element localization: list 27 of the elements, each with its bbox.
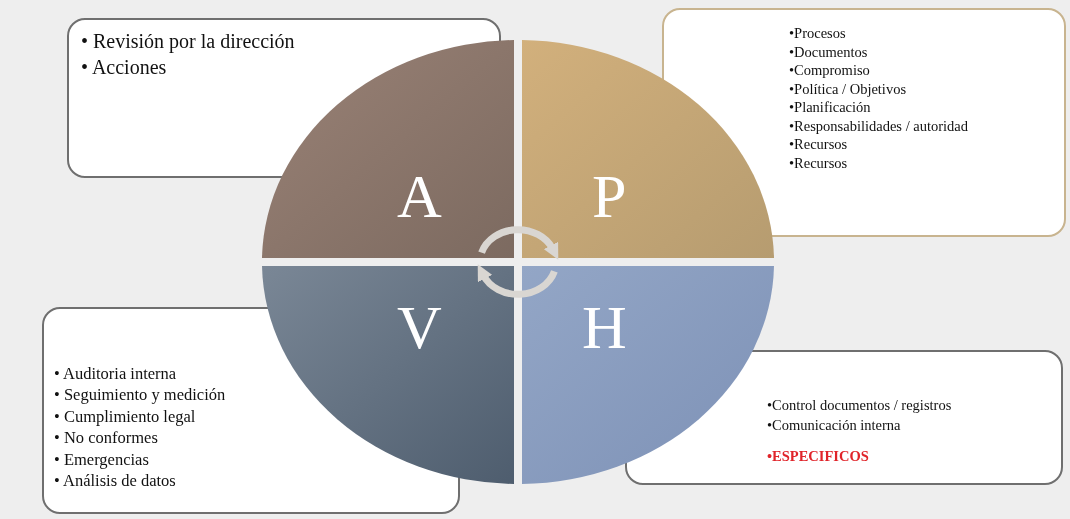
list-item: •Comunicación interna <box>767 415 902 435</box>
list-item: • No conformes <box>54 427 159 449</box>
list-item: • Auditoria interna <box>54 363 178 385</box>
list-item: •Documentos <box>789 42 869 62</box>
list-item: •Recursos <box>789 135 849 154</box>
list-item: • Cumplimiento legal <box>54 405 197 428</box>
list-item: • Acciones <box>81 55 168 80</box>
cycle-arrow <box>478 226 559 260</box>
quadrant-letter: P <box>592 165 627 227</box>
list-item: •Planificación <box>789 98 872 117</box>
quadrant-segment <box>522 40 774 258</box>
cycle-arrow <box>477 264 558 298</box>
quadrant-letter: V <box>397 296 442 358</box>
list-item: •Responsabilidades / autoridad <box>789 116 970 136</box>
list-item: •Control documentos / registros <box>767 396 953 415</box>
list-item: •Compromiso <box>789 61 871 80</box>
list-item: •Procesos <box>789 24 847 43</box>
list-item: •ESPECIFICOS <box>767 447 870 467</box>
list-item: • Revisión por la dirección <box>81 29 296 54</box>
list-item: •Política / Objetivos <box>789 79 908 99</box>
list-item: • Análisis de datos <box>54 470 177 492</box>
list-item: •Recursos <box>789 153 849 173</box>
quadrant-segment <box>262 266 514 484</box>
quadrant-letter: H <box>582 296 627 358</box>
list-item: • Seguimiento y medición <box>54 384 227 406</box>
list-item: • Emergencias <box>54 448 150 471</box>
quadrant-letter: A <box>397 165 442 227</box>
